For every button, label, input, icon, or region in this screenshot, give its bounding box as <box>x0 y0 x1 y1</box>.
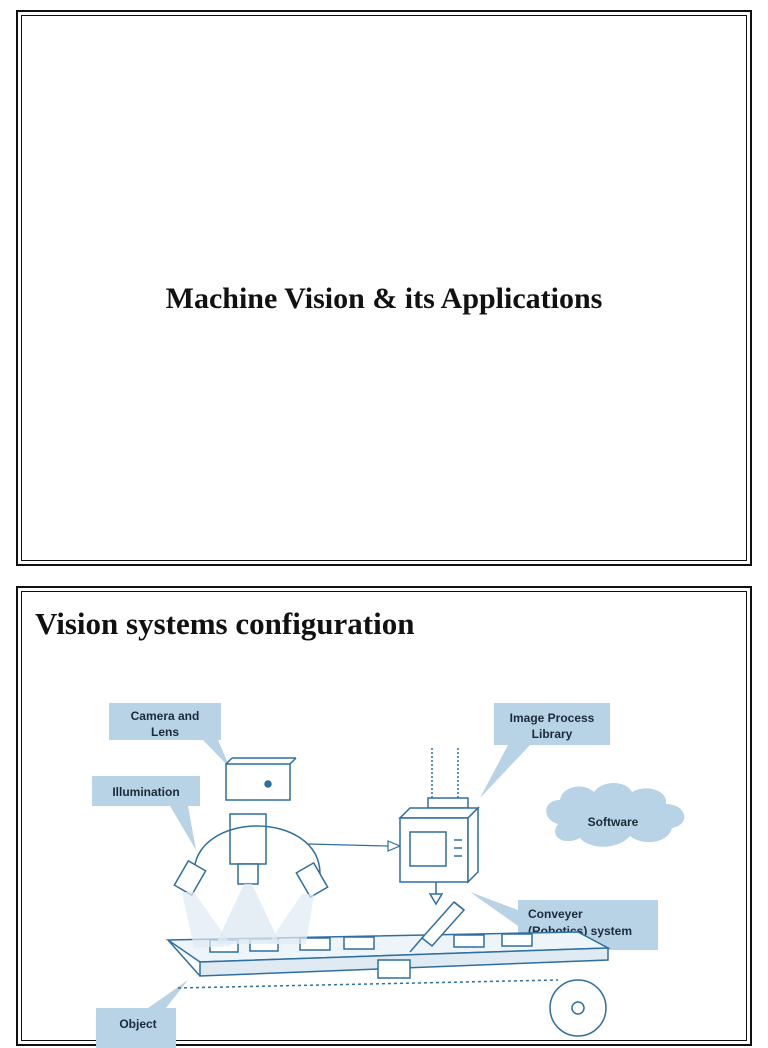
slide-heading: Vision systems configuration <box>35 606 415 641</box>
camera-assembly <box>173 757 329 948</box>
configuration-slide: Vision systems configuration Camera and … <box>16 586 752 1048</box>
callout-camera-line1: Camera and <box>131 709 200 723</box>
slide-inner-border <box>21 15 747 561</box>
callout-conveyer-line1: Conveyer <box>528 907 583 921</box>
software-cloud: Software <box>546 783 685 847</box>
callout-object: Object <box>96 980 188 1048</box>
callout-illumination-label: Illumination <box>112 785 179 799</box>
conveyor-belt <box>165 931 611 1037</box>
robotic-pusher <box>409 900 466 953</box>
callout-illumination: Illumination <box>92 776 200 850</box>
processor-unit <box>398 748 480 906</box>
callout-image-library: Image Process Library <box>480 703 610 798</box>
callout-image-line1: Image Process <box>510 711 595 725</box>
callout-object-label: Object <box>119 1017 156 1031</box>
title-slide: Machine Vision & its Applications <box>16 10 752 566</box>
camera-to-processor-arrow <box>307 840 402 852</box>
callout-image-line2: Library <box>532 727 573 741</box>
callout-camera: Camera and Lens <box>109 703 230 768</box>
software-label: Software <box>588 815 639 829</box>
vision-system-diagram: Camera and Lens Image Process Library Il… <box>92 703 685 1048</box>
callout-camera-line2: Lens <box>151 725 179 739</box>
slide-title: Machine Vision & its Applications <box>165 282 603 315</box>
